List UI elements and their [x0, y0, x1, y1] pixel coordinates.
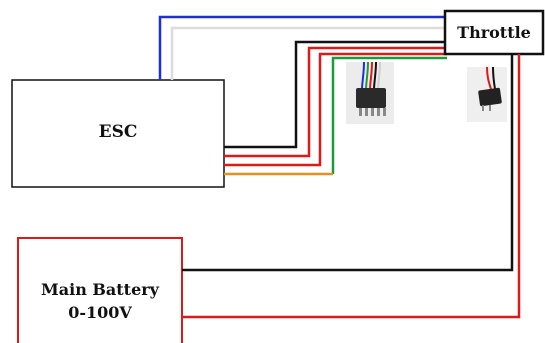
throttle-label: Throttle: [457, 23, 531, 42]
five-pin-connector-photo-icon: [346, 61, 394, 124]
battery-label-line1: Main Battery: [41, 280, 159, 299]
black-signal-wire: [224, 40, 447, 149]
blue-wire: [158, 15, 447, 80]
red-signal-wire-1: [224, 46, 447, 158]
white-wire: [170, 26, 447, 80]
green-wire: [331, 56, 447, 174]
red-signal-wire-2: [224, 52, 447, 167]
black-battery-wire: [182, 54, 514, 272]
red-battery-wire: [182, 54, 521, 319]
battery-label-line2: 0-100V: [68, 303, 132, 322]
throttle-box: [443, 9, 545, 56]
esc-box: [11, 79, 225, 188]
esc-label: ESC: [98, 122, 138, 142]
three-pin-connector-photo-icon: [467, 66, 507, 122]
battery-label: Main Battery 0-100V: [18, 278, 182, 324]
battery-box: [17, 237, 183, 343]
